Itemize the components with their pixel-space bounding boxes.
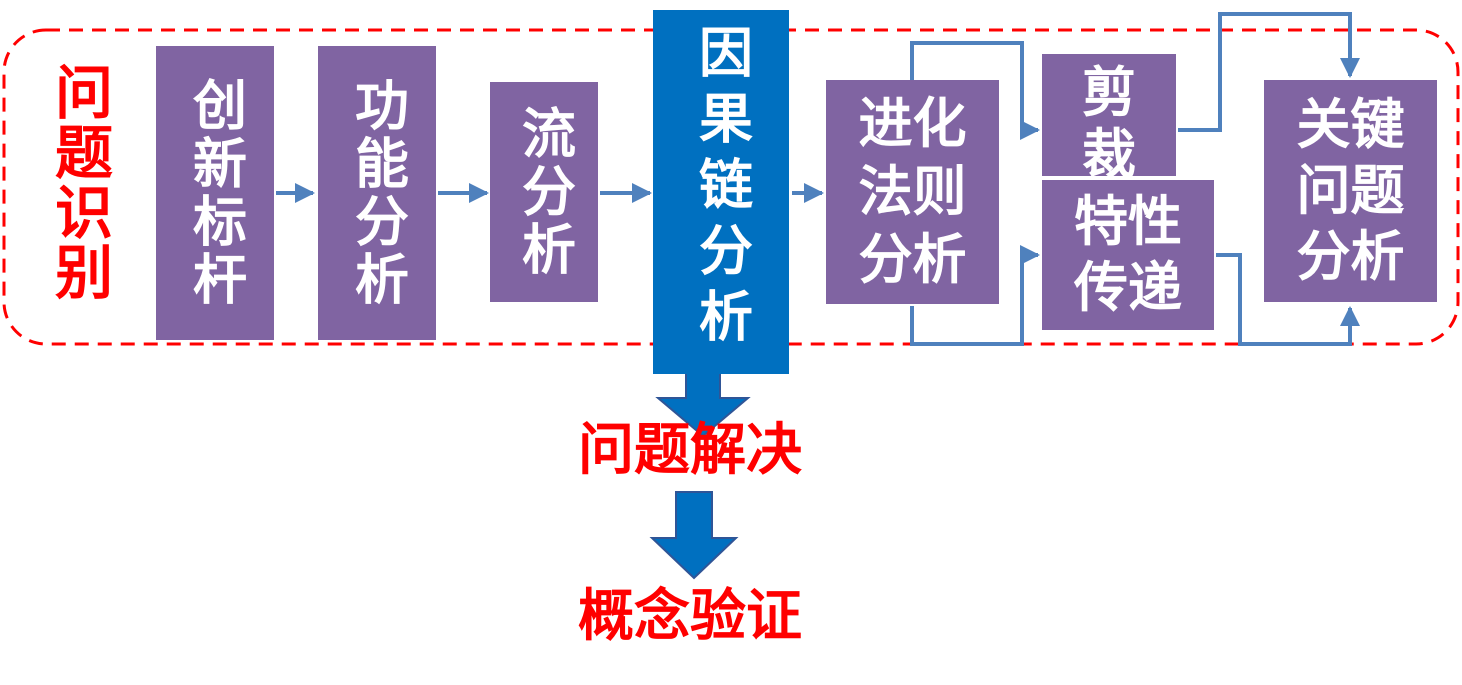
- feature-transfer-box: 特性 传递: [1042, 178, 1214, 330]
- function-analysis-text: 功能分析: [345, 77, 409, 309]
- down-arrow-to-concept-verification: [649, 491, 739, 580]
- key-problem-analysis-line1: 关键: [1296, 93, 1405, 156]
- problem-identification-label: 问题识别: [45, 62, 113, 302]
- innovation-benchmark-box: 创新标杆: [156, 46, 274, 340]
- trimming-line1: 剪: [1082, 61, 1136, 124]
- feature-transfer-line1: 特性: [1074, 190, 1182, 253]
- problem-solving-label: 问题解决: [578, 418, 802, 483]
- causal-chain-analysis-box: 因果链分析: [653, 10, 789, 374]
- innovation-benchmark-text: 创新标杆: [183, 77, 247, 309]
- evolution-law-analysis-box: 进化 法则 分析: [826, 80, 999, 304]
- flow-analysis-box: 流分析: [490, 82, 598, 302]
- trimming-line2: 裁: [1082, 123, 1136, 177]
- concept-verification-label: 概念验证: [578, 584, 802, 649]
- key-problem-analysis-line3: 分析: [1296, 225, 1405, 288]
- evolution-law-analysis-line1: 进化: [858, 92, 967, 155]
- arrow-feature-to-key: [1216, 253, 1360, 346]
- key-problem-analysis-box: 关键 问题 分析: [1264, 80, 1437, 302]
- evolution-law-analysis-line3: 分析: [858, 228, 967, 291]
- key-problem-analysis-line2: 问题: [1296, 159, 1405, 222]
- arrow-evolution-to-trimming: [910, 41, 1040, 140]
- function-analysis-box: 功能分析: [318, 46, 436, 340]
- evolution-law-analysis-line2: 法则: [858, 160, 967, 223]
- flow-analysis-text: 流分析: [512, 105, 576, 279]
- feature-transfer-line2: 传递: [1074, 256, 1182, 319]
- arrow-evolution-to-feature: [910, 245, 1040, 346]
- trimming-box: 剪 裁: [1042, 54, 1176, 176]
- causal-chain-analysis-text: 因果链分析: [689, 24, 753, 354]
- arrow-trimming-to-key: [1178, 12, 1360, 132]
